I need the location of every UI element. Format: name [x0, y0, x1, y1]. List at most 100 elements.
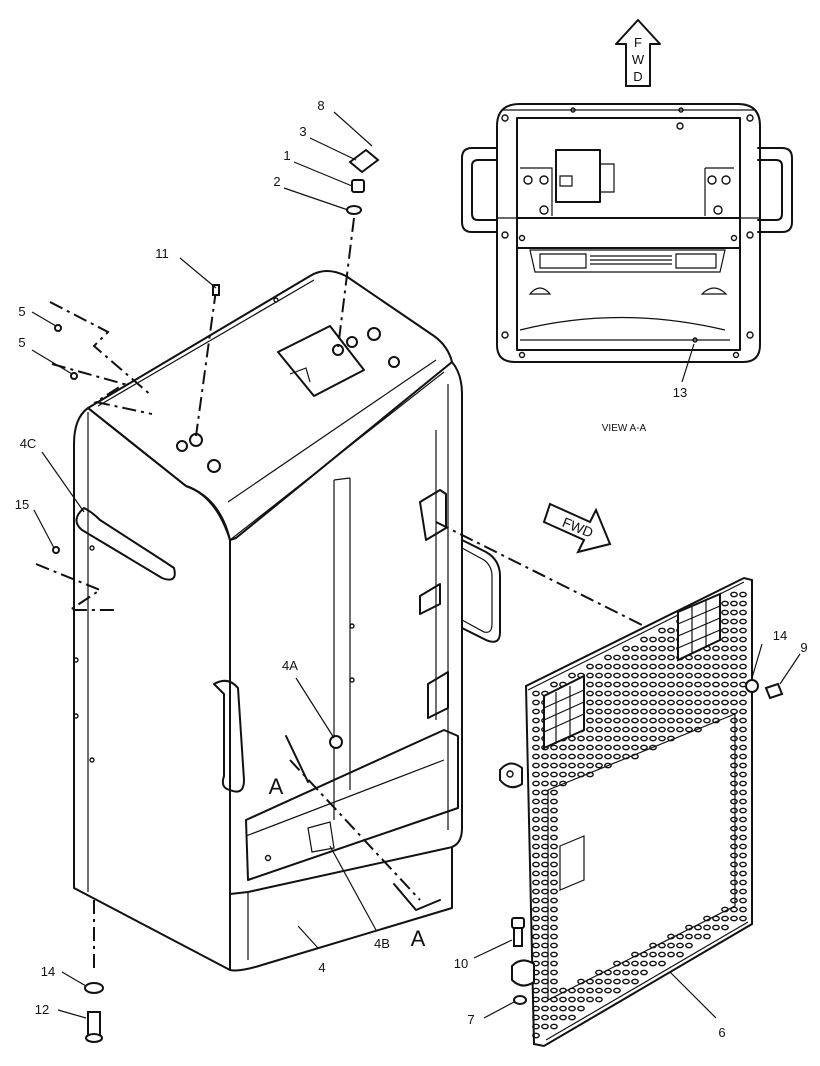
- perforation-hole: [541, 807, 549, 814]
- perforation-hole: [694, 726, 702, 733]
- perforation-hole: [649, 726, 657, 733]
- perforation-hole: [694, 933, 702, 940]
- perforation-hole: [730, 807, 738, 814]
- perforation-hole: [730, 681, 738, 688]
- fwd-arrow-up: F W D: [615, 19, 661, 87]
- perforation-hole: [640, 708, 648, 715]
- perforation-hole: [739, 618, 747, 625]
- perforation-hole: [532, 825, 540, 832]
- perforation-hole: [703, 654, 711, 661]
- perforation-hole: [694, 654, 702, 661]
- perforation-hole: [532, 852, 540, 859]
- perforation-hole: [631, 951, 639, 958]
- perforation-hole: [739, 807, 747, 814]
- perforation-hole: [541, 978, 549, 985]
- section-mark-a-lower: A: [411, 926, 426, 951]
- perforation-hole: [694, 708, 702, 715]
- perforation-hole: [676, 717, 684, 724]
- callout-2: 2: [273, 174, 280, 189]
- perforation-hole: [658, 672, 666, 679]
- perforation-hole: [541, 870, 549, 877]
- perforation-hole: [550, 798, 558, 805]
- perforation-hole: [730, 672, 738, 679]
- perforation-hole: [730, 843, 738, 850]
- perforation-hole: [622, 744, 630, 751]
- perforation-hole: [586, 735, 594, 742]
- perforation-hole: [604, 672, 612, 679]
- perforation-hole: [721, 627, 729, 634]
- perforation-hole: [595, 987, 603, 994]
- perforation-hole: [550, 978, 558, 985]
- perforation-hole: [667, 942, 675, 949]
- fwd-letter-f: F: [634, 35, 642, 50]
- perforation-hole: [631, 654, 639, 661]
- perforation-hole: [613, 978, 621, 985]
- perforation-hole: [622, 690, 630, 697]
- perforation-hole: [739, 888, 747, 895]
- perforation-hole: [685, 726, 693, 733]
- perforation-hole: [721, 924, 729, 931]
- perforation-hole: [739, 861, 747, 868]
- perforation-hole: [730, 663, 738, 670]
- callout-10: 10: [454, 956, 468, 971]
- perforation-hole: [649, 717, 657, 724]
- perforation-hole: [541, 861, 549, 868]
- perforation-hole: [739, 654, 747, 661]
- perforation-hole: [739, 627, 747, 634]
- perforation-hole: [541, 798, 549, 805]
- perforation-hole: [532, 843, 540, 850]
- perforation-hole: [532, 762, 540, 769]
- perforation-hole: [631, 672, 639, 679]
- perforation-hole: [595, 735, 603, 742]
- perforation-hole: [550, 681, 558, 688]
- perforation-hole: [622, 645, 630, 652]
- perforation-hole: [640, 969, 648, 976]
- perforation-hole: [730, 699, 738, 706]
- perforation-hole: [703, 699, 711, 706]
- perforation-hole: [595, 996, 603, 1003]
- perforation-hole: [712, 915, 720, 922]
- perforation-hole: [739, 843, 747, 850]
- perforation-hole: [703, 915, 711, 922]
- perforation-hole: [541, 969, 549, 976]
- perforation-hole: [676, 951, 684, 958]
- perforation-hole: [694, 924, 702, 931]
- perforation-hole: [730, 627, 738, 634]
- perforation-hole: [739, 771, 747, 778]
- callout-leader-13: [681, 343, 695, 383]
- perforation-hole: [739, 762, 747, 769]
- perforation-hole: [730, 834, 738, 841]
- perforation-hole: [649, 645, 657, 652]
- perforation-hole: [712, 654, 720, 661]
- perforation-hole: [532, 1005, 540, 1012]
- perforation-hole: [604, 762, 612, 769]
- leader-lines: [31, 111, 801, 1019]
- perforation-hole: [739, 645, 747, 652]
- perforation-hole: [559, 1005, 567, 1012]
- perforation-hole: [730, 870, 738, 877]
- perforation-hole: [730, 888, 738, 895]
- perforation-hole: [640, 681, 648, 688]
- perforation-hole: [658, 690, 666, 697]
- perforation-hole: [694, 672, 702, 679]
- perforation-hole: [541, 924, 549, 931]
- perforation-hole: [550, 834, 558, 841]
- perforation-hole: [586, 978, 594, 985]
- perforation-hole: [730, 780, 738, 787]
- perforation-hole: [685, 933, 693, 940]
- perforation-hole: [550, 942, 558, 949]
- perforation-hole: [667, 636, 675, 643]
- perforation-hole: [667, 933, 675, 940]
- perforation-hole: [730, 861, 738, 868]
- perforation-hole: [613, 690, 621, 697]
- perforation-hole: [739, 672, 747, 679]
- perforation-hole: [541, 888, 549, 895]
- perforation-hole: [649, 681, 657, 688]
- perforation-hole: [586, 744, 594, 751]
- perforation-hole: [532, 726, 540, 733]
- perforation-hole: [613, 969, 621, 976]
- perforation-hole: [559, 753, 567, 760]
- perforation-hole: [730, 726, 738, 733]
- callout-7: 7: [467, 1012, 474, 1027]
- perforation-hole: [550, 852, 558, 859]
